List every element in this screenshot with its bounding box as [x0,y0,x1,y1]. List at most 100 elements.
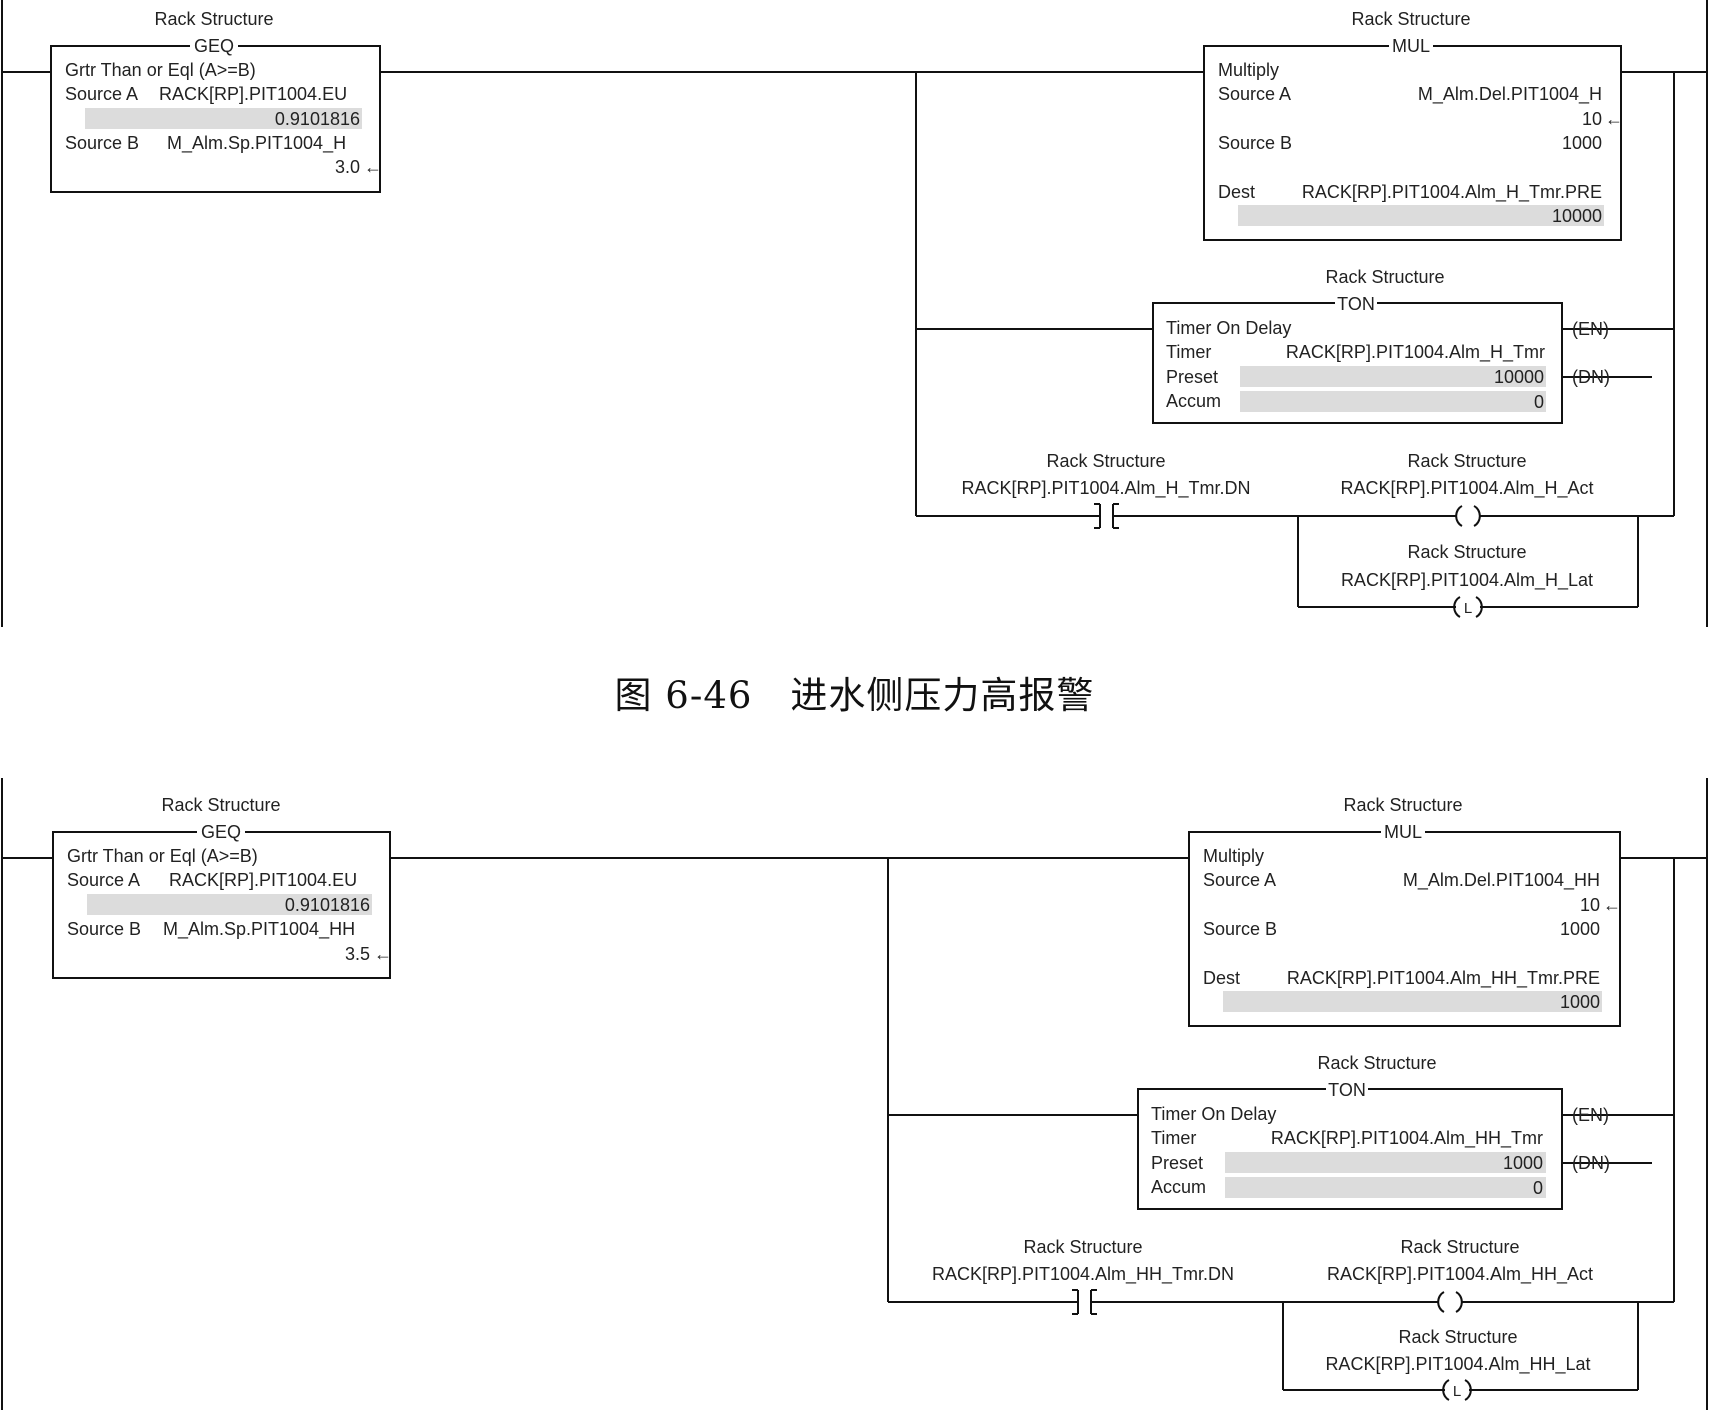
geq-source-a-value: 0.9101816 [285,895,370,915]
geq-source-b-label: Source B [67,919,141,939]
otl-tag: RACK[RP].PIT1004.Alm_H_Lat [1341,570,1593,591]
mul-source-a-value: 10 [1580,895,1600,915]
ote-tag: RACK[RP].PIT1004.Alm_HH_Act [1327,1264,1593,1285]
ote-coil[interactable]: Rack Structure RACK[RP].PIT1004.Alm_HH_A… [1327,1237,1593,1313]
mul-dest-value: 10000 [1552,206,1602,226]
ton-name: Timer On Delay [1166,318,1291,338]
ton-name: Timer On Delay [1151,1104,1276,1124]
geq-source-a-value-field [87,894,372,915]
ton-dn-label: DN [1578,1153,1604,1173]
ton-preset-value: 1000 [1503,1153,1543,1173]
geq-source-b-tag: M_Alm.Sp.PIT1004_HH [163,919,355,940]
mul-name: Multiply [1218,60,1279,80]
ton-preset-label: Preset [1151,1153,1203,1173]
xic-tag: RACK[RP].PIT1004.Alm_H_Tmr.DN [961,478,1250,499]
mul-source-b-value: 1000 [1562,133,1602,153]
mul-source-b-value: 1000 [1560,919,1600,939]
xic-contact[interactable]: Rack Structure RACK[RP].PIT1004.Alm_HH_T… [932,1237,1234,1315]
mul-instruction[interactable]: Rack Structure MUL Multiply Source A M_A… [1188,795,1621,1027]
mul-mnemonic: MUL [1384,822,1422,842]
ote-tag: RACK[RP].PIT1004.Alm_H_Act [1340,478,1593,499]
mul-dest-value: 1000 [1560,992,1600,1012]
otl-coil[interactable]: Rack Structure RACK[RP].PIT1004.Alm_H_La… [1341,542,1593,618]
ton-en-label: EN [1578,1105,1603,1125]
otl-tag: RACK[RP].PIT1004.Alm_HH_Lat [1325,1354,1590,1375]
ton-preset-value: 10000 [1494,367,1544,387]
geq-source-b-value: 3.0 [335,157,360,177]
ton-dn-output: (DN) [1572,367,1610,387]
otl-coil[interactable]: Rack Structure RACK[RP].PIT1004.Alm_HH_L… [1325,1327,1591,1401]
arrow-left-icon: ← [374,944,392,964]
latch-coil-icon [1442,1379,1472,1401]
ton-dn-label: DN [1578,367,1604,387]
mul-instruction[interactable]: Rack Structure MUL Multiply Source A M_A… [1203,9,1623,241]
geq-source-b-label: Source B [65,133,139,153]
geq-source-b-value: 3.5 [345,944,370,964]
otl-tag-label: Rack Structure [1398,1327,1517,1347]
xic-tag-label: Rack Structure [1046,451,1165,471]
ote-tag-label: Rack Structure [1407,451,1526,471]
arrow-left-icon: ← [364,157,382,177]
ton-timer-tag: RACK[RP].PIT1004.Alm_H_Tmr [1286,342,1545,363]
ton-timer-tag: RACK[RP].PIT1004.Alm_HH_Tmr [1271,1128,1543,1149]
mul-dest-tag: RACK[RP].PIT1004.Alm_H_Tmr.PRE [1302,182,1602,203]
arrow-left-icon: ← [1605,109,1623,129]
mul-tag-label: Rack Structure [1343,795,1462,815]
mul-dest-tag: RACK[RP].PIT1004.Alm_HH_Tmr.PRE [1287,968,1600,989]
ton-accum-value-field [1225,1177,1546,1198]
geq-source-a-tag: RACK[RP].PIT1004.EU [169,870,357,890]
mul-dest-label: Dest [1218,182,1255,202]
geq-instruction[interactable]: Rack Structure GEQ Grtr Than or Eql (A>=… [50,9,382,193]
mul-source-a-value: 10 [1582,109,1602,129]
ton-tag-label: Rack Structure [1325,267,1444,287]
mul-source-a-label: Source A [1203,870,1276,890]
ton-accum-value-field [1240,391,1546,412]
geq-source-a-label: Source A [65,84,138,104]
geq-mnemonic: GEQ [194,36,234,56]
ton-accum-value: 0 [1534,392,1544,412]
ton-en-output: (EN) [1572,319,1609,339]
geq-source-a-tag: RACK[RP].PIT1004.EU [159,84,347,104]
geq-source-b-tag: M_Alm.Sp.PIT1004_H [167,133,346,154]
contact-no-icon [1070,1289,1098,1315]
rung-wires [2,71,1707,608]
latch-letter: L [1453,1383,1461,1400]
arrow-left-icon: ← [1603,895,1621,915]
ton-dn-output: (DN) [1572,1153,1610,1173]
ton-timer-label: Timer [1151,1128,1196,1148]
contact-no-icon [1092,503,1120,529]
mul-mnemonic: MUL [1392,36,1430,56]
xic-tag: RACK[RP].PIT1004.Alm_HH_Tmr.DN [932,1264,1234,1285]
figure-caption: 图 6-46 进水侧压力高报警 [614,674,1095,717]
coil-icon [1437,1291,1463,1313]
mul-dest-label: Dest [1203,968,1240,988]
mul-dest-value-field [1223,991,1602,1012]
ton-instruction[interactable]: Rack Structure TON Timer On Delay Timer … [1152,267,1610,424]
ote-tag-label: Rack Structure [1400,1237,1519,1257]
ton-accum-value: 0 [1533,1178,1543,1198]
geq-source-a-label: Source A [67,870,140,890]
geq-tag-label: Rack Structure [154,9,273,29]
xic-tag-label: Rack Structure [1023,1237,1142,1257]
ton-en-label: EN [1578,319,1603,339]
otl-tag-label: Rack Structure [1407,542,1526,562]
ton-preset-label: Preset [1166,367,1218,387]
ton-mnemonic: TON [1328,1080,1366,1100]
mul-dest-value-field [1238,205,1604,226]
geq-name: Grtr Than or Eql (A>=B) [67,846,258,866]
latch-letter: L [1464,600,1472,617]
ton-mnemonic: TON [1337,294,1375,314]
xic-contact[interactable]: Rack Structure RACK[RP].PIT1004.Alm_H_Tm… [961,451,1251,529]
mul-source-b-label: Source B [1203,919,1277,939]
geq-name: Grtr Than or Eql (A>=B) [65,60,256,80]
ote-coil[interactable]: Rack Structure RACK[RP].PIT1004.Alm_H_Ac… [1340,451,1594,527]
ton-instruction[interactable]: Rack Structure TON Timer On Delay Timer … [1137,1053,1610,1210]
geq-source-a-value-field [85,108,362,129]
geq-tag-label: Rack Structure [161,795,280,815]
geq-instruction[interactable]: Rack Structure GEQ Grtr Than or Eql (A>=… [52,795,392,979]
mul-source-a-tag: M_Alm.Del.PIT1004_H [1418,84,1602,105]
latch-coil-icon [1453,596,1483,618]
mul-source-a-label: Source A [1218,84,1291,104]
ton-preset-value-field [1240,366,1546,387]
